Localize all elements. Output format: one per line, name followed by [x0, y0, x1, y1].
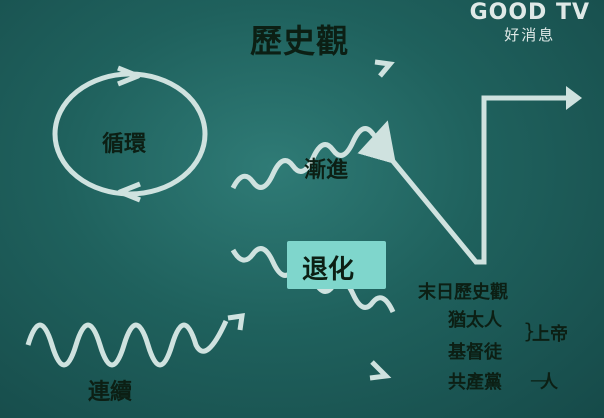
label-cycle: 循環	[102, 132, 147, 157]
label-decline: 退化	[302, 255, 355, 285]
label-communists: 共產黨	[448, 372, 502, 393]
label-christians: 基督徒	[448, 342, 502, 363]
dash-icon: —	[530, 370, 548, 391]
label-person: 人	[540, 372, 558, 393]
label-progress: 漸進	[304, 158, 349, 183]
label-jews: 猶太人	[448, 310, 502, 331]
continuity-wave-arrow	[25, 319, 229, 368]
label-continuity: 連續	[88, 380, 133, 405]
logo-subtitle: 好消息	[504, 26, 556, 44]
decline-highlight-box	[287, 241, 386, 289]
corner-arrow-icon	[390, 95, 566, 265]
goodtv-logo: GOOD TV 好消息	[470, 0, 590, 44]
corner-arrow-head	[566, 86, 582, 110]
cycle-loop-icon	[52, 65, 208, 203]
logo-name: GOOD TV	[469, 0, 590, 25]
progress-wave-arrow	[230, 120, 396, 190]
diagram-title: 歷史觀	[250, 22, 350, 60]
brace-icon: }	[523, 319, 536, 343]
label-apocalyptic: 末日歷史觀	[418, 282, 508, 303]
label-god: 上帝	[532, 324, 568, 345]
